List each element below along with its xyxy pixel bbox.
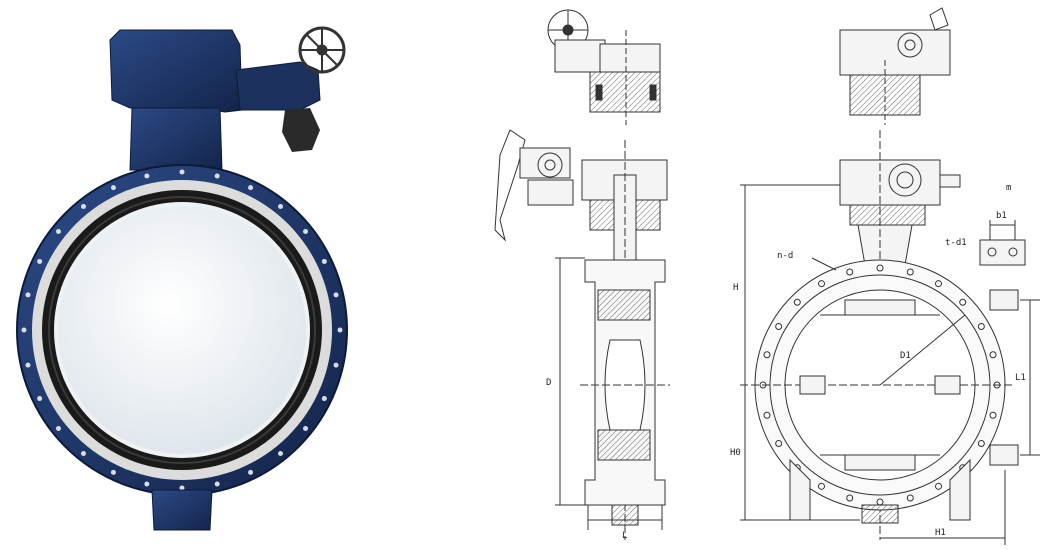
bolt-hole [110, 185, 116, 191]
bolt-hole [337, 327, 343, 333]
lug-detail [979, 220, 1026, 266]
bolt-hole [55, 228, 61, 234]
bolt-hole [25, 292, 31, 298]
dim-label-H: H [733, 283, 738, 293]
drawing-bolt-hole [935, 482, 942, 490]
drawing-bolt-hole [935, 280, 942, 288]
drawing-bolt-hole [977, 323, 985, 330]
bolt-hole [278, 203, 284, 209]
bolt-hole [80, 203, 86, 209]
bolt-hole [80, 451, 86, 457]
drawing-bolt-hole [906, 268, 914, 276]
dim-label-b1: b1 [996, 211, 1007, 221]
front-view-drawing [740, 7, 1040, 545]
dim-label-m: m [1006, 183, 1011, 193]
bolt-hole [55, 426, 61, 432]
top-right-actuator-view [839, 7, 951, 125]
valve-photo [16, 26, 348, 531]
drawing-bolt-hole [763, 351, 771, 359]
side-view-drawing [494, 9, 670, 540]
drawing-bolt-hole [763, 411, 771, 419]
drawing-bolt-hole [846, 268, 854, 276]
bolt-hole [321, 258, 327, 264]
bolt-hole [214, 481, 220, 487]
drawing-bolt-hole [793, 298, 801, 306]
valve-disc [58, 206, 306, 454]
dim-label-t-d1: t-d1 [945, 238, 967, 248]
valve-neck [129, 107, 223, 171]
drawing-bolt-hole [906, 494, 914, 502]
bolt-hole [248, 185, 254, 191]
drawing-bolt-hole [977, 440, 985, 447]
dim-label-L1: L1 [1015, 373, 1026, 383]
dim-label-n-d: n-d [777, 251, 793, 261]
gear-shaft-housing [235, 61, 321, 111]
drawing-bolt-hole [876, 264, 884, 272]
bolt-hole [214, 173, 220, 179]
gearbox-housing [109, 29, 243, 113]
dim-label-H1: H1 [935, 528, 946, 538]
drawing-bolt-hole [959, 298, 967, 306]
drawing-bolt-hole [989, 411, 997, 419]
bolt-hole [110, 469, 116, 475]
bolt-hole [25, 362, 31, 368]
bolt-hole [144, 481, 150, 487]
dim-label-D: D [546, 378, 551, 388]
handwheel-drawing [494, 129, 574, 242]
bolt-hole [278, 451, 284, 457]
bolt-hole [303, 426, 309, 432]
bolt-hole [21, 327, 27, 333]
flange-bolt-holes [21, 169, 343, 491]
small-gear-icon [282, 108, 320, 152]
bolt-hole [248, 469, 254, 475]
bottom-trunnion [151, 489, 213, 531]
drawing-bolt-hole [775, 440, 783, 447]
bolt-hole [37, 258, 43, 264]
bolt-hole [321, 396, 327, 402]
bolt-hole [333, 292, 339, 298]
drawing-bolt-hole [989, 351, 997, 359]
dim-label-D1: D1 [900, 351, 911, 361]
disc-ribs [799, 299, 961, 471]
bolt-hole [37, 396, 43, 402]
dim-label-H0: H0 [730, 448, 741, 458]
handwheel-icon [298, 26, 346, 74]
bolt-hole [333, 362, 339, 368]
drawing-bolt-hole [818, 482, 825, 490]
bolt-hole [303, 228, 309, 234]
drawing-bolt-hole [775, 323, 783, 330]
bolt-hole [179, 169, 185, 175]
drawing-bolt-hole [818, 280, 825, 288]
bolt-hole [144, 173, 150, 179]
dim-label-L: L [622, 531, 627, 541]
drawing-bolt-holes [759, 264, 1001, 506]
top-actuator-view [547, 9, 661, 125]
drawing-bolt-hole [846, 494, 854, 502]
bolt-hole [179, 485, 185, 491]
